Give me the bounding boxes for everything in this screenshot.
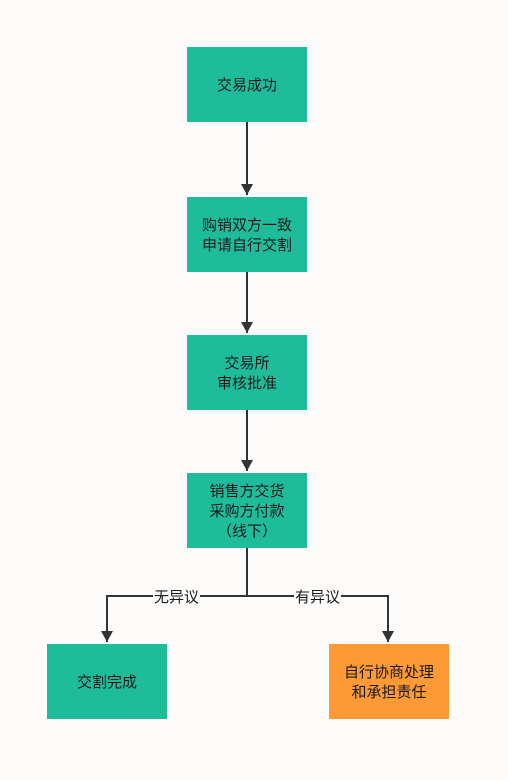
- node-text-line: 交割完成: [76, 672, 137, 691]
- edge-label-objection: 有异议: [294, 587, 342, 607]
- node-text-line: （线下）: [216, 521, 277, 540]
- node-text-line: 自行协商处理: [343, 662, 434, 681]
- node-text-line: 销售方交货: [209, 481, 285, 500]
- node-self-negotiate: 自行协商处理和承担责任: [329, 644, 449, 719]
- node-text-line: 采购方付款: [209, 501, 285, 520]
- arrow-to-complete: [101, 595, 247, 642]
- node-text-line: 交易成功: [216, 75, 277, 94]
- node-apply-delivery: 购销双方一致申请自行交割: [187, 197, 307, 272]
- node-settlement: 销售方交货采购方付款（线下）: [187, 473, 307, 548]
- node-delivery-complete: 交割完成: [47, 644, 167, 719]
- node-trade-success: 交易成功: [187, 47, 307, 122]
- node-text-line: 购销双方一致: [201, 215, 292, 234]
- node-text-line: 和承担责任: [351, 682, 427, 701]
- node-text-line: 交易所: [224, 353, 270, 372]
- node-exchange-review: 交易所审核批准: [187, 335, 307, 410]
- node-text-line: 审核批准: [216, 373, 277, 392]
- node-text-line: 申请自行交割: [201, 235, 292, 254]
- edge-label-no-objection: 无异议: [153, 587, 201, 607]
